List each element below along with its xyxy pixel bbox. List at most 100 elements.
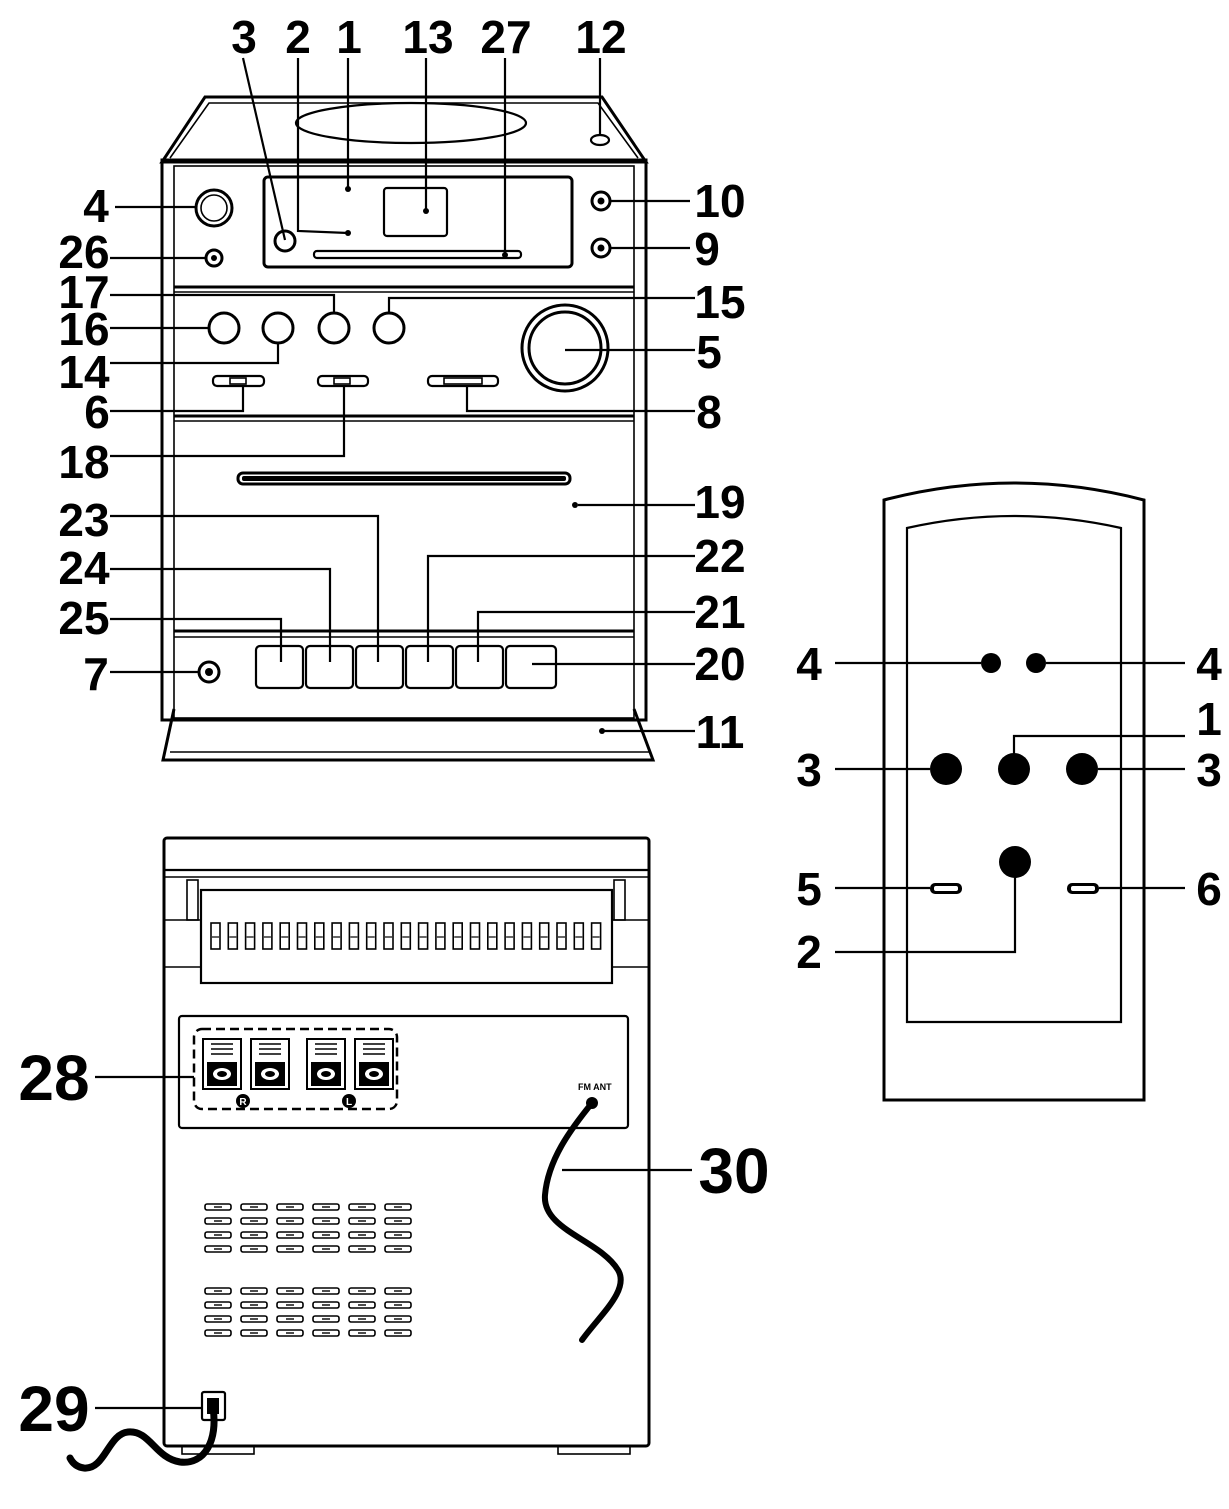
- remote-callout-3-right: 3: [1196, 744, 1222, 796]
- vent-hole: [204, 1329, 232, 1337]
- vent-slot: [227, 922, 239, 950]
- vent-hole: [312, 1217, 340, 1225]
- vent-hole: [240, 1203, 268, 1211]
- callout-29: 29: [18, 1373, 89, 1445]
- vent-hole: [312, 1287, 340, 1295]
- vent-slot: [365, 922, 377, 950]
- vent-hole: [276, 1329, 304, 1337]
- vent-slot: [469, 922, 481, 950]
- rear-vent-panel: [199, 888, 614, 985]
- callout-9: 9: [694, 223, 720, 275]
- vent-slot: [435, 922, 446, 950]
- speaker-terminals: [202, 1038, 394, 1090]
- remote-callout-4-right: 4: [1196, 638, 1222, 690]
- top-lid: [159, 95, 649, 164]
- sensor-button: [273, 229, 297, 253]
- callout-4: 4: [83, 180, 109, 232]
- display-slot: [312, 249, 523, 260]
- vent-hole: [384, 1203, 412, 1211]
- callout-3: 3: [231, 11, 257, 63]
- callout-21: 21: [694, 586, 745, 638]
- knob-16: [207, 311, 241, 345]
- vent-hole: [384, 1217, 412, 1225]
- callout-7: 7: [83, 648, 109, 700]
- callout-18: 18: [58, 436, 109, 488]
- vent-hole: [204, 1203, 232, 1211]
- callout-15: 15: [694, 276, 745, 328]
- callout-5: 5: [696, 326, 722, 378]
- vent-hole: [312, 1329, 340, 1337]
- fm-antenna-label: FM ANT: [578, 1082, 612, 1092]
- vent-slot: [486, 922, 498, 950]
- callout-17: 17: [58, 266, 109, 318]
- knob-15: [372, 311, 406, 345]
- terminal-left-mark: [342, 1094, 356, 1108]
- vent-slot: [279, 922, 291, 950]
- remote-button-1: [998, 753, 1030, 785]
- vent-slot: [556, 922, 567, 950]
- speaker-left-label: L: [346, 1097, 352, 1108]
- vent-hole: [240, 1217, 268, 1225]
- vent-hole: [312, 1231, 340, 1239]
- vent-slot: [262, 922, 273, 950]
- vent-hole: [240, 1287, 268, 1295]
- vent-hole: [240, 1245, 268, 1253]
- terminal-panel: [177, 1014, 630, 1130]
- power-knob: [194, 188, 234, 228]
- vent-hole: [384, 1329, 412, 1337]
- vent-hole: [348, 1245, 376, 1253]
- remote-callout-5: 5: [796, 863, 822, 915]
- remote-face: [905, 514, 1123, 1024]
- callout-23: 23: [58, 494, 109, 546]
- front-callouts: 3 2 1 13 27 12 4 26 10 9 17 16 14 15 5 6…: [58, 11, 745, 758]
- vent-hole: [348, 1203, 376, 1211]
- speaker-right-label: R: [239, 1097, 247, 1108]
- callout-13: 13: [402, 11, 453, 63]
- speaker-terminal-group: [192, 1027, 399, 1111]
- vent-slot: [383, 922, 394, 950]
- remote-button-3-right: [1066, 753, 1098, 785]
- vent-hole: [384, 1315, 412, 1323]
- callout-30: 30: [698, 1135, 769, 1207]
- vent-slot: [313, 922, 325, 950]
- remote-button-4-left: [981, 653, 1001, 673]
- vent-hole: [276, 1231, 304, 1239]
- display-panel: [262, 175, 574, 269]
- knob-17: [317, 311, 351, 345]
- callout-12: 12: [575, 11, 626, 63]
- deck-button-25: [254, 644, 305, 690]
- vent-slot: [210, 922, 221, 950]
- callout-26: 26: [58, 226, 109, 278]
- rear-body: [162, 836, 651, 1448]
- front-leader-lines: [110, 57, 695, 733]
- callout-2: 2: [285, 11, 311, 63]
- vent-hole: [240, 1231, 268, 1239]
- vent-hole: [240, 1329, 268, 1337]
- fm-antenna-wire: [541, 1100, 624, 1343]
- vent-hole: [204, 1217, 232, 1225]
- vent-slot: [521, 922, 533, 950]
- vent-hole: [384, 1231, 412, 1239]
- callout-20: 20: [694, 638, 745, 690]
- vent-slot: [331, 922, 342, 950]
- vent-hole: [276, 1245, 304, 1253]
- callout-8: 8: [696, 386, 722, 438]
- vent-slot: [296, 922, 308, 950]
- vent-hole: [240, 1315, 268, 1323]
- vent-hole: [348, 1231, 376, 1239]
- vent-hole: [204, 1315, 232, 1323]
- remote-body: [882, 481, 1146, 1102]
- lid-open-button: [589, 133, 611, 147]
- vent-slot: [244, 922, 256, 950]
- callout-27: 27: [480, 11, 531, 63]
- callout-24: 24: [58, 542, 110, 594]
- power-cord: [66, 1404, 218, 1472]
- vent-slot: [400, 922, 412, 950]
- vent-slot: [348, 922, 360, 950]
- vent-hole: [204, 1231, 232, 1239]
- callout-19: 19: [694, 476, 745, 528]
- vent-hole: [276, 1301, 304, 1309]
- remote-button-3-left: [930, 753, 962, 785]
- vent-hole: [384, 1245, 412, 1253]
